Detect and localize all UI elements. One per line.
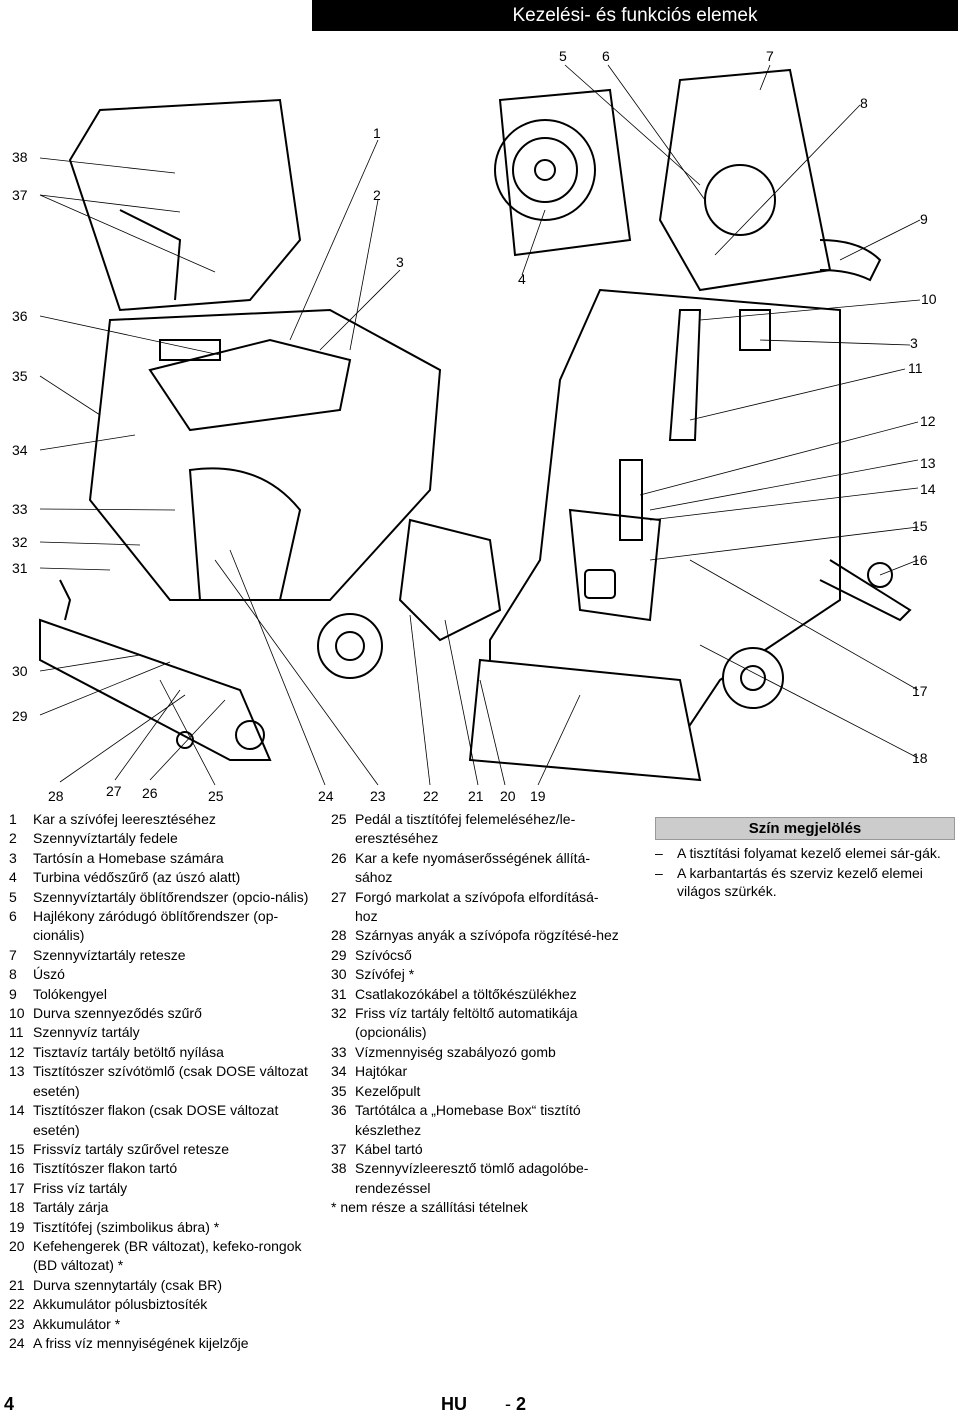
callout-13: 13 <box>920 455 936 471</box>
callout-16: 16 <box>912 552 928 568</box>
callout-7: 7 <box>766 48 774 64</box>
callout-8: 8 <box>860 95 868 111</box>
legend-item: –A karbantartás és szerviz kezelő elemei… <box>655 865 923 899</box>
callout-36: 36 <box>12 308 28 324</box>
page-number: 4 <box>4 1394 15 1414</box>
machine-illustration: 38 37 36 35 34 33 32 31 30 29 28 27 26 2… <box>12 48 937 804</box>
callout-33: 33 <box>12 501 28 517</box>
callout-26: 26 <box>142 785 158 801</box>
callout-24: 24 <box>318 788 334 804</box>
machine-drawing <box>39 68 912 782</box>
callout-22: 22 <box>423 788 439 804</box>
callout-18: 18 <box>912 750 928 766</box>
callout-10: 10 <box>921 291 937 307</box>
callout-29: 29 <box>12 708 28 724</box>
callout-19: 19 <box>530 788 546 804</box>
callout-35: 35 <box>12 368 28 384</box>
callout-11: 11 <box>908 360 923 376</box>
callout-numbers: 38 37 36 35 34 33 32 31 30 29 28 27 26 2… <box>12 48 937 804</box>
callout-14: 14 <box>920 481 936 497</box>
callout-4: 4 <box>518 271 526 287</box>
callout-32: 32 <box>12 534 28 550</box>
callout-21: 21 <box>468 788 484 804</box>
callout-2: 2 <box>373 187 381 203</box>
callout-27: 27 <box>106 783 122 799</box>
callout-37: 37 <box>12 187 28 203</box>
callout-34: 34 <box>12 442 28 458</box>
callout-12: 12 <box>920 413 936 429</box>
callout-25: 25 <box>208 788 224 804</box>
callout-1: 1 <box>373 125 381 141</box>
callout-17: 17 <box>912 683 928 699</box>
callout-28: 28 <box>48 788 64 804</box>
callout-9: 9 <box>920 211 928 227</box>
footnote: * nem része a szállítási tételnek <box>331 1199 528 1216</box>
callout-20: 20 <box>500 788 516 804</box>
callout-15: 15 <box>912 518 928 534</box>
page-suffix: - 2 <box>505 1394 527 1414</box>
callout-23: 23 <box>370 788 386 804</box>
callout-3: 3 <box>396 254 404 270</box>
color-legend: Szín megjelölés –A tisztítási folyamat k… <box>655 817 955 900</box>
callout-6: 6 <box>602 48 610 64</box>
callout-30: 30 <box>12 663 28 679</box>
callout-31: 31 <box>12 560 28 576</box>
legend-title: Szín megjelölés <box>655 817 955 840</box>
legend-item: –A tisztítási folyamat kezelő elemei sár… <box>655 845 941 861</box>
page-title: Kezelési- és funkciós elemek <box>512 5 758 26</box>
callout-3b: 3 <box>910 335 918 351</box>
callout-38: 38 <box>12 149 28 165</box>
language-code: HU <box>441 1394 467 1414</box>
page-header: Kezelési- és funkciós elemek <box>312 0 958 31</box>
callout-leader-lines <box>39 64 921 786</box>
callout-5: 5 <box>559 48 567 64</box>
